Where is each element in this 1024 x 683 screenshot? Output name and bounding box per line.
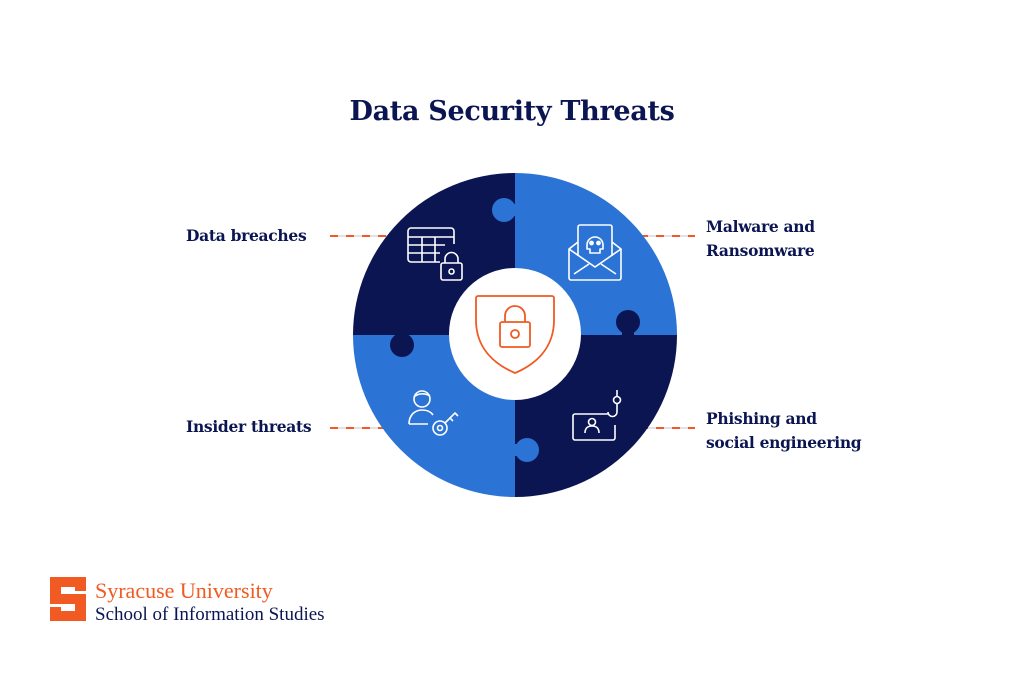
diagram-title: Data Security Threats	[349, 96, 675, 127]
phishing-hook-icon	[572, 390, 622, 441]
school-name: School of Information Studies	[95, 604, 325, 625]
puzzle-tab-top	[492, 198, 516, 222]
label-malware-ransomware: Malware and Ransomware	[706, 217, 815, 260]
label-phishing-social-engineering: Phishing and social engineering	[706, 409, 862, 452]
puzzle-tab-bottom	[514, 438, 539, 462]
university-name: Syracuse University	[95, 578, 273, 603]
table-lock-icon	[407, 227, 463, 281]
label-data-breaches: Data breaches	[186, 226, 307, 245]
syracuse-s-logo-icon	[50, 577, 86, 621]
user-key-icon	[408, 390, 459, 436]
envelope-skull-icon	[568, 224, 622, 281]
puzzle-tab-left	[390, 333, 414, 357]
connector-lines	[330, 235, 695, 429]
shield-lock-icon	[475, 295, 555, 374]
label-insider-threats: Insider threats	[186, 417, 312, 436]
center-circle	[449, 268, 581, 400]
puzzle-tab-right	[616, 310, 640, 336]
